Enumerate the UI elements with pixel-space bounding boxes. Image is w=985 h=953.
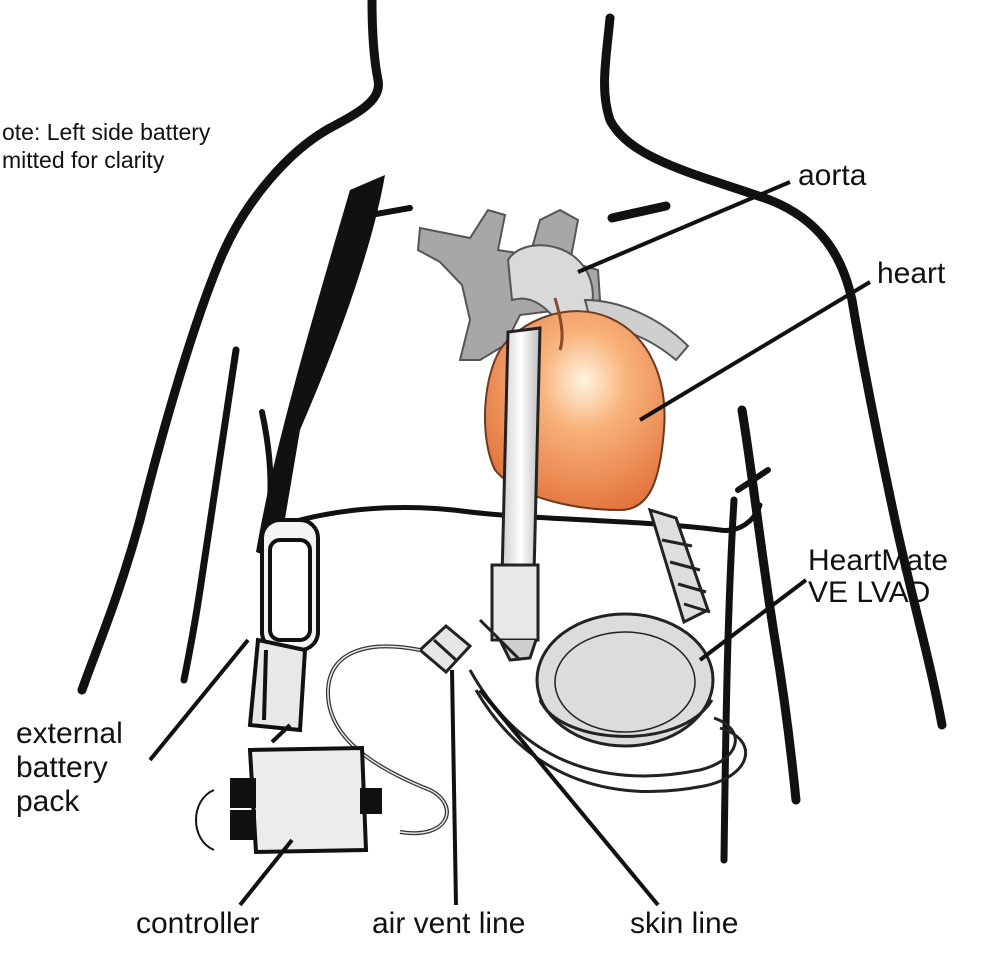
note-line-2: mitted for clarity	[2, 148, 164, 172]
leader-battery	[150, 640, 248, 760]
label-battery-line-2: battery	[16, 752, 108, 784]
external-battery-pack	[250, 520, 318, 730]
label-controller: controller	[136, 908, 259, 940]
label-skin-line: skin line	[630, 908, 738, 940]
label-heart: heart	[877, 258, 945, 290]
battery-strap	[256, 175, 385, 560]
note-line-1: ote: Left side battery	[2, 120, 210, 144]
label-battery-line-1: external	[16, 718, 123, 750]
label-air-vent-line: air vent line	[372, 908, 525, 940]
leader-lvad	[700, 580, 806, 660]
air-vent-connector	[420, 626, 470, 672]
leader-air-vent	[452, 670, 456, 905]
label-lvad-line-2: VE LVAD	[808, 577, 930, 609]
leader-aorta	[578, 182, 790, 272]
label-lvad-line-1: HeartMate	[808, 545, 948, 577]
label-battery-line-3: pack	[16, 786, 79, 818]
label-aorta: aorta	[798, 160, 866, 192]
lvad-pump	[537, 614, 713, 746]
